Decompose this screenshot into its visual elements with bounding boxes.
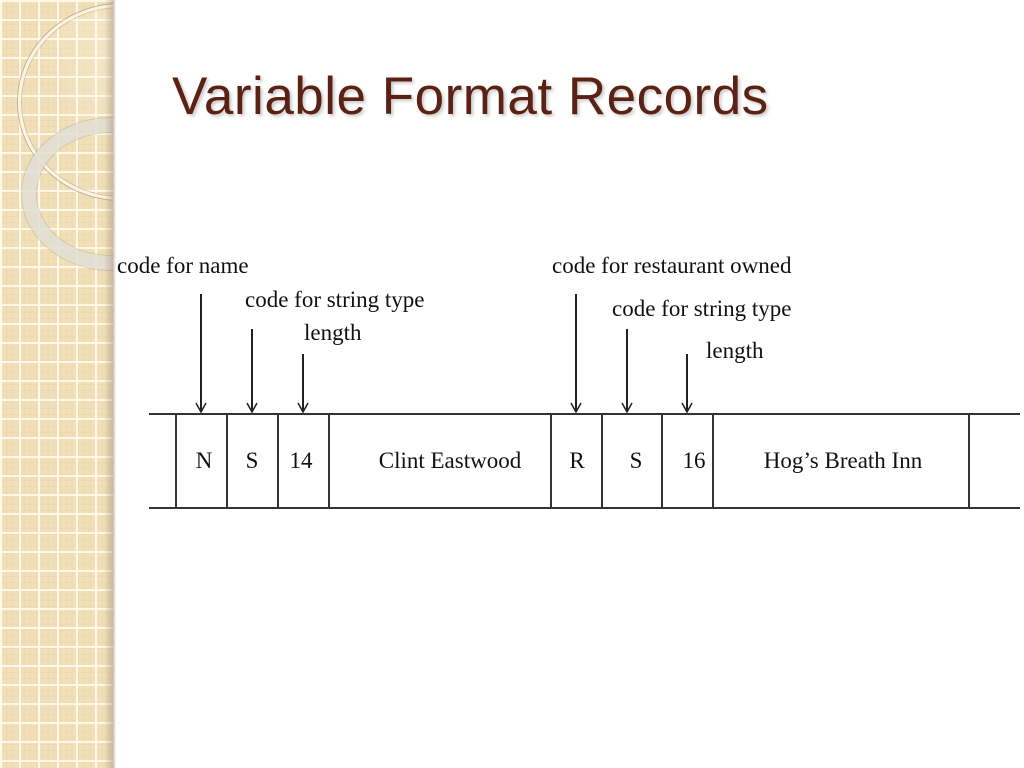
record-field-string-type-code: S [629,447,643,473]
record-field-length: 16 [682,447,706,473]
label-code-for-restaurant-owned: code for restaurant owned [552,253,792,278]
record-field-name-value: Clint Eastwood [378,447,522,473]
sidebar-shadow [104,0,116,768]
record-field-restaurant-code: R [569,447,585,473]
record-field-string-type-code: S [245,447,259,473]
record-divider [601,413,603,508]
record-bottom-border [149,507,1020,509]
arrow-down-icon [621,329,633,413]
label-code-for-name: code for name [117,253,249,278]
arrow-down-icon [681,354,693,413]
record-field-restaurant-value: Hog’s Breath Inn [763,447,923,473]
arrow-down-icon [246,329,258,413]
decorative-sidebar [0,0,113,768]
arrow-down-icon [570,294,582,413]
label-length-2: length [706,338,764,363]
record-divider [550,413,552,508]
record-divider [277,413,279,508]
record-divider [968,413,970,508]
arrow-down-icon [297,354,309,413]
record-field-length: 14 [289,447,313,473]
label-code-for-string-type-1: code for string type [245,287,425,312]
record-divider [328,413,330,508]
label-length-1: length [304,320,362,345]
record-divider [175,413,177,508]
record-divider [661,413,663,508]
record-divider [712,413,714,508]
record-top-border [149,413,1020,415]
label-code-for-string-type-2: code for string type [612,296,792,321]
arrow-down-icon [195,294,207,413]
slide-title: Variable Format Records [172,67,769,126]
record-divider [226,413,228,508]
record-field-name-code: N [195,447,213,473]
record-field-empty [970,414,1018,507]
